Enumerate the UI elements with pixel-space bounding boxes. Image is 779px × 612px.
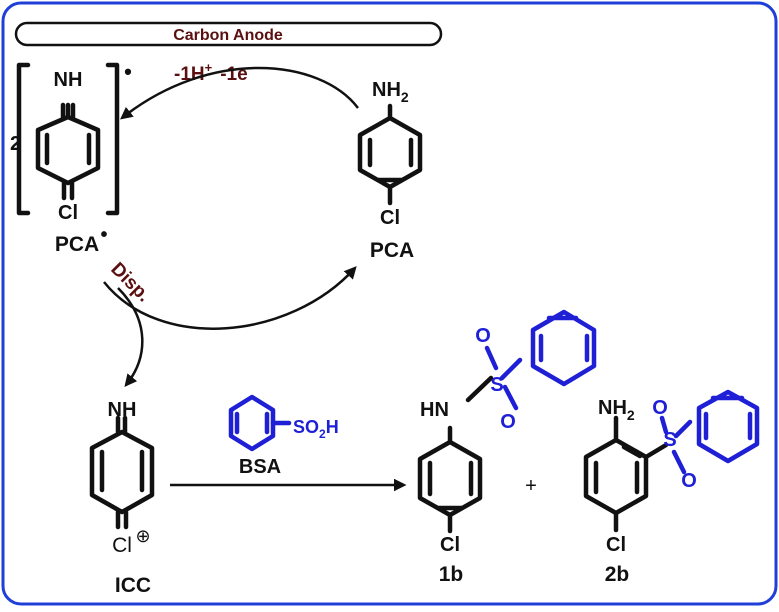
carbon-anode-electrode [14, 21, 443, 47]
icc-chlorine-label: Cl [112, 534, 132, 557]
disp-label: Disp. [106, 259, 154, 307]
radical-name: PCA [55, 233, 99, 256]
oxidation-label: -1H+-1e- [174, 60, 252, 85]
product-1b-oxygen-2: O [500, 411, 516, 433]
plus-sign: + [525, 475, 537, 497]
pca-name: PCA [370, 239, 414, 262]
radical-dot: • [124, 59, 132, 84]
pca-amine-label: NH2 [372, 79, 409, 105]
bsa-structure [228, 394, 292, 452]
disproportionation-arrow [117, 287, 144, 387]
product-2b-chlorine-label: Cl [606, 534, 626, 556]
product-1b-amine-label: HN [420, 399, 449, 421]
bsa-name: BSA [239, 456, 281, 478]
radical-chlorine-label: Cl [58, 202, 78, 224]
product-2b-name: 2b [605, 563, 630, 586]
product-2b-oxygen-1: O [652, 397, 668, 419]
product-2b-sulfur: S [663, 429, 676, 451]
icc-structure [89, 415, 155, 530]
product-2b-structure [583, 389, 760, 533]
radical-cation-structure [16, 62, 120, 216]
pca-structure [357, 103, 423, 206]
electrode-label: Carbon Anode [173, 27, 283, 44]
product-1b-oxygen-1: O [475, 325, 491, 347]
regeneration-arrow [103, 266, 357, 330]
icc-imine-label: NH [108, 399, 137, 421]
product-1b-chlorine-label: Cl [440, 534, 460, 556]
product-1b-structure [417, 309, 597, 534]
product-2b-amine-label: NH2 [598, 397, 635, 423]
radical-imine-label: NH [54, 69, 83, 91]
product-1b-sulfur: S [490, 374, 503, 396]
pca-chlorine-label: Cl [380, 207, 400, 229]
radical-name-dot: • [100, 224, 107, 246]
icc-charge: ⊕ [135, 526, 150, 546]
bsa-sulfonyl-label: SO2H [293, 417, 339, 441]
oxidation-arrow [120, 66, 359, 120]
product-2b-oxygen-2: O [681, 470, 697, 492]
stoichiometric-coefficient: 2 [10, 133, 21, 155]
product-1b-name: 1b [439, 563, 464, 586]
icc-name: ICC [115, 574, 151, 597]
